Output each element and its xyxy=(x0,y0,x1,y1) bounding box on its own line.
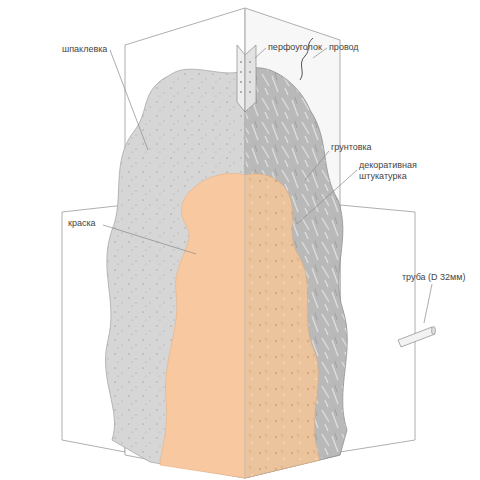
part-label: декоративная штукатурка xyxy=(359,160,439,182)
drywall-panel xyxy=(340,205,415,452)
putty-layer xyxy=(106,69,245,478)
pipe xyxy=(398,327,436,348)
part-label: грунтовка xyxy=(331,142,372,153)
part-label: труба (D 32мм) xyxy=(402,272,465,283)
paint-layer xyxy=(160,173,245,478)
perforation-holes xyxy=(240,61,251,93)
perforated-corner xyxy=(237,45,245,112)
decorative-plaster-layer xyxy=(245,174,320,478)
part-label: провод xyxy=(329,42,359,53)
leader-lines xyxy=(103,48,432,323)
part-label: перфоуголок xyxy=(268,42,322,53)
part-label: краска xyxy=(68,218,96,229)
part-label: шпаклевка xyxy=(62,44,107,55)
primer-layer xyxy=(245,68,347,478)
perforated-corner xyxy=(245,45,256,112)
